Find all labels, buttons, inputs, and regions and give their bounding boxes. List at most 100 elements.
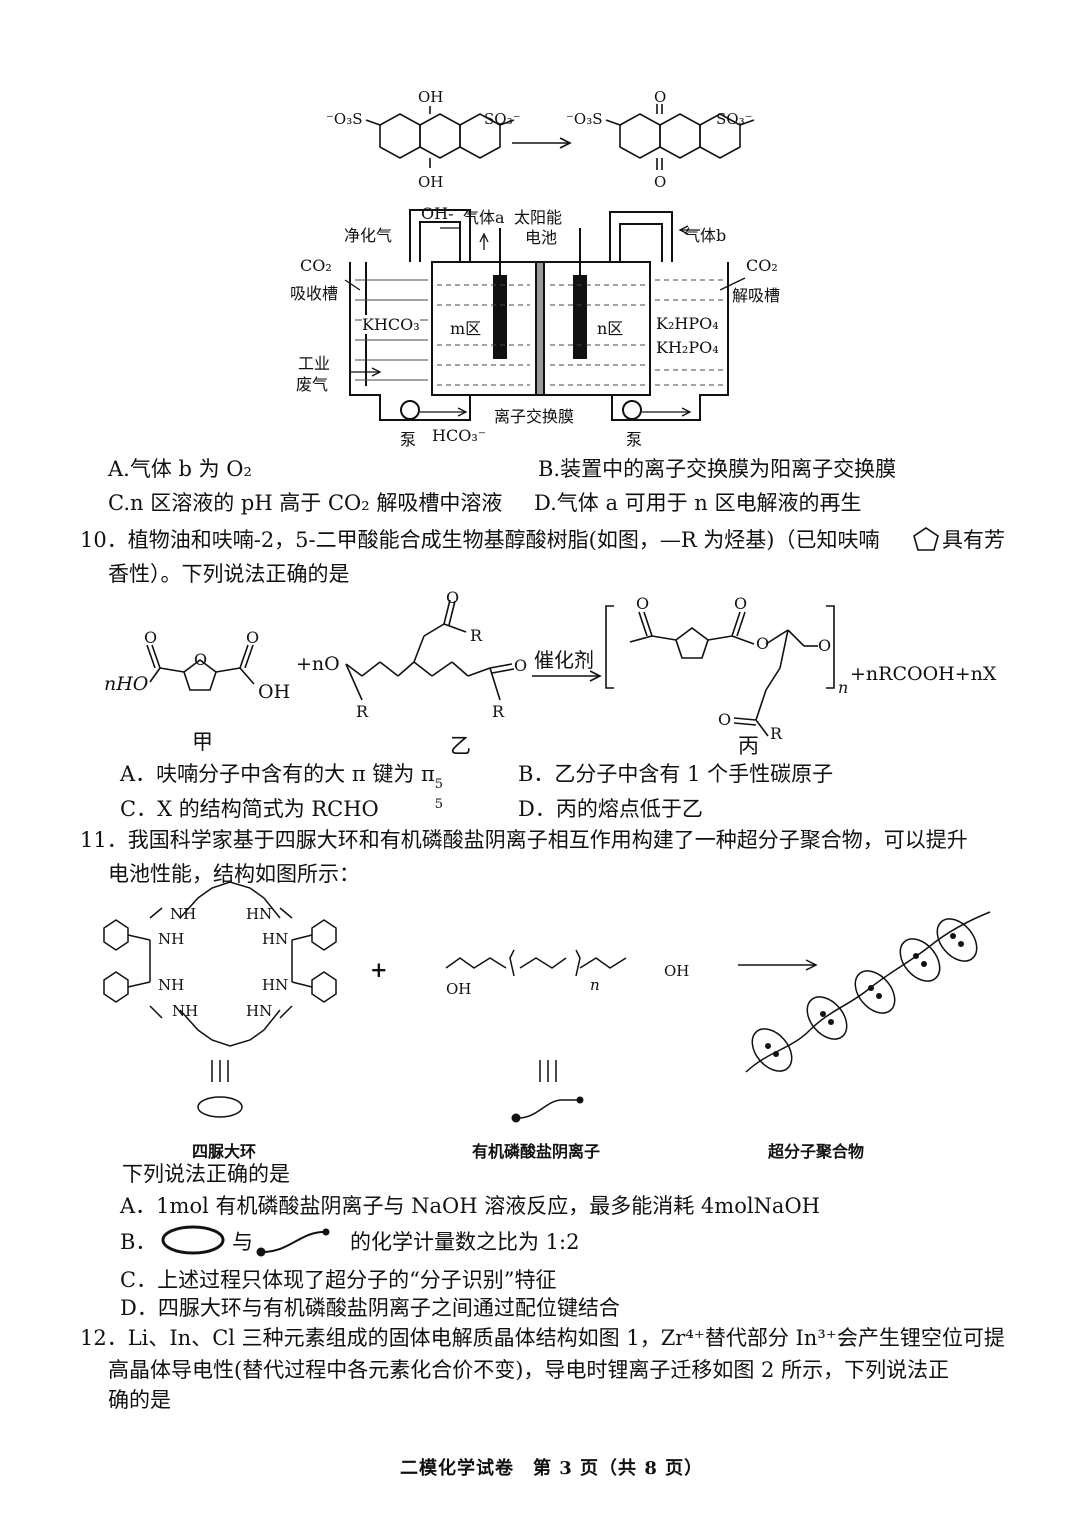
label-oh: OH- [421, 204, 454, 223]
q11-option-b-prefix: B． [120, 1230, 157, 1254]
label-clean-gas: 净化气 [344, 226, 393, 245]
label-industrial: 工业 [298, 354, 331, 373]
reactant-bottom-oh: OH [418, 173, 444, 191]
bing-r: R [770, 724, 783, 743]
label-pump-right: 泵 [626, 430, 643, 449]
label-waste-gas: 废气 [296, 375, 329, 394]
bing-o-3: O [756, 634, 770, 653]
label-jia: 甲 [192, 730, 213, 754]
jia-right-group: OH [258, 681, 291, 703]
label-macrocycle: 四脲大环 [192, 1142, 257, 1161]
supramolecular-scheme [103, 881, 991, 1257]
yi-o-top: O [446, 588, 460, 607]
label-desorb-tank: 解吸槽 [732, 286, 781, 305]
yi-plus-group: +nO [296, 653, 340, 675]
bing-o-2: O [734, 594, 748, 613]
reactant-right-group: SO₃⁻ [484, 110, 521, 128]
q12-stem-line1: 12．Li、In、Cl 三种元素组成的固体电解质晶体结构如图 1，Zr⁴⁺替代部… [80, 1326, 1005, 1350]
mc-hn-4: HN [246, 1002, 273, 1020]
q10-option-a-sub: 5 [434, 797, 444, 812]
product-left-group: ⁻O₃S [566, 110, 603, 128]
yi-r-right: R [492, 702, 505, 721]
label-k2hpo4: K₂HPO₄ [656, 314, 719, 333]
products-label: +nRCOOH+nX [850, 663, 997, 685]
label-polymer: 超分子聚合物 [768, 1142, 865, 1161]
reactant-structure [365, 104, 755, 170]
mc-hn-1: HN [246, 905, 273, 923]
mc-nh-2: NH [158, 930, 185, 948]
label-khco3: KHCO₃ [362, 315, 420, 334]
mc-hn-2: HN [262, 930, 289, 948]
label-absorb-tank: 吸收槽 [290, 284, 339, 303]
q9-option-d: D.气体 a 可用于 n 区电解液的再生 [534, 491, 862, 515]
plus-sign: + [370, 957, 388, 982]
label-pump-left: 泵 [400, 430, 417, 449]
jia-left-group: nHO [104, 673, 149, 695]
q10-option-d: D．丙的熔点低于乙 [518, 797, 703, 821]
q10-stem-line2: 香性）。下列说法正确的是 [108, 562, 350, 586]
mc-nh-1: NH [170, 905, 197, 923]
label-anion: 有机磷酸盐阴离子 [472, 1142, 601, 1161]
label-gas-b: 气体b [684, 226, 727, 245]
label-yi: 乙 [450, 734, 471, 758]
q10-option-b: B．乙分子中含有 1 个手性碳原子 [518, 762, 834, 786]
label-solar-2: 电池 [525, 228, 558, 247]
q11-option-d: D．四脲大环与有机磷酸盐阴离子之间通过配位键结合 [120, 1296, 620, 1320]
q11-option-c: C．上述过程只体现了超分子的“分子识别”特征 [120, 1268, 557, 1292]
jia-o-left: O [144, 628, 158, 647]
label-m-zone: m区 [450, 315, 482, 339]
bing-subscript-n: n [838, 678, 849, 697]
jia-furan-o: O [194, 650, 208, 669]
label-co2-right: CO₂ [746, 256, 778, 275]
product-bottom-o: O [654, 173, 667, 191]
q10-option-a-text: A．呋喃分子中含有的大 π 键为 π [120, 762, 435, 786]
q10-option-a-sup: 5 [434, 777, 444, 792]
bing-o-5: O [718, 710, 732, 729]
label-co2-left: CO₂ [300, 256, 332, 275]
q9-option-b: B.装置中的离子交换膜为阳离子交换膜 [538, 457, 897, 481]
option-b-anion-icon [261, 1231, 325, 1253]
q10-option-c: C．X 的结构简式为 RCHO [120, 797, 379, 821]
product-top-o: O [654, 88, 667, 106]
q9-option-c: C.n 区溶液的 pH 高于 CO₂ 解吸槽中溶液 [108, 491, 503, 515]
q11-option-b-mid: 与 [232, 1230, 253, 1254]
label-kh2po4: KH₂PO₄ [656, 338, 719, 357]
q11-stem-line2: 电池性能，结构如图所示： [108, 862, 360, 886]
q10-stem-line1: 10．植物油和呋喃-2，5-二甲酸能合成生物基醇酸树脂(如图，—R 为烃基)（已… [80, 528, 880, 552]
anion-oh-left: OH [446, 980, 472, 998]
mc-hn-3: HN [262, 976, 289, 994]
q10-stem-line1-end: 具有芳 [942, 528, 1005, 552]
mc-nh-4: NH [172, 1002, 199, 1020]
bing-o-4: O [818, 636, 832, 655]
option-b-macrocycle-icon [161, 1225, 225, 1255]
yi-r-left: R [356, 702, 369, 721]
reaction-structures [146, 599, 835, 737]
electrolysis-device [344, 209, 746, 421]
label-solar: 太阳能 [514, 208, 563, 227]
label-hco3: HCO₃⁻ [432, 426, 487, 445]
jia-o-right: O [246, 628, 260, 647]
label-n-zone: n区 [597, 315, 624, 339]
product-right-group: SO₃⁻ [716, 110, 753, 128]
label-bing: 丙 [738, 734, 759, 758]
yi-r-top: R [470, 626, 483, 645]
bing-o-1: O [636, 594, 650, 613]
catalyst-label: 催化剂 [534, 648, 594, 672]
reactant-left-group: ⁻O₃S [326, 110, 363, 128]
q9-option-a: A.气体 b 为 O₂ [108, 457, 252, 481]
anion-subscript-n: n [590, 976, 600, 994]
q11-prompt: 下列说法正确的是 [122, 1162, 290, 1186]
q11-option-a: A．1mol 有机磷酸盐阴离子与 NaOH 溶液反应，最多能消耗 4molNaO… [120, 1194, 820, 1218]
label-gas-a: 气体a [463, 208, 505, 227]
q12-stem-line2: 高晶体导电性(替代过程中各元素化合价不变)，导电时锂离子迁移如图 2 所示，下列… [108, 1358, 950, 1382]
furan-ring-icon [913, 527, 939, 551]
label-membrane: 离子交换膜 [494, 403, 575, 427]
q11-option-b-post: 的化学计量数之比为 1:2 [350, 1230, 580, 1254]
q11-stem-line1: 11．我国科学家基于四脲大环和有机磷酸盐阴离子相互作用构建了一种超分子聚合物，可… [80, 828, 968, 852]
anion-oh-right: OH [664, 962, 690, 980]
page-footer: 二模化学试卷 第 3 页（共 8 页） [400, 1458, 704, 1479]
mc-nh-3: NH [158, 976, 185, 994]
q12-stem-line3: 确的是 [108, 1388, 171, 1412]
reactant-top-oh: OH [418, 88, 444, 106]
